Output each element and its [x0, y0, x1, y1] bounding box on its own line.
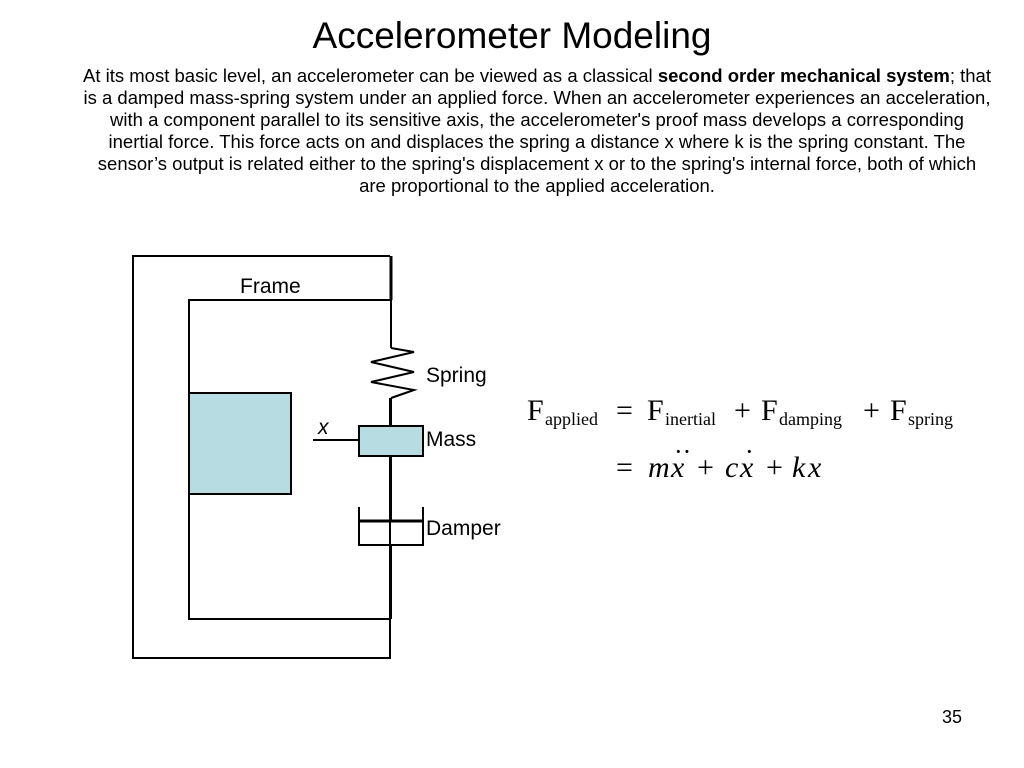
eq-x-ddot: x	[670, 451, 685, 484]
eq-x-dot: x	[739, 451, 754, 484]
mass-label: Mass	[426, 428, 476, 451]
eq-F-spring: F	[890, 394, 907, 427]
eq-x: x	[807, 451, 822, 484]
eq-F-damping: F	[761, 394, 778, 427]
eq-ddot: ··	[674, 437, 691, 466]
eq-sub-applied: applied	[545, 409, 598, 429]
eq-plus-3: +	[697, 451, 714, 484]
x-label: x	[317, 416, 330, 439]
body-text-part1: At its most basic level, an acceleromete…	[83, 65, 658, 86]
body-text-part2: ; that is a damped mass-spring system un…	[83, 65, 991, 196]
spring-label: Spring	[426, 364, 487, 387]
eq-plus-2: +	[863, 394, 880, 427]
eq-equals-2: =	[616, 451, 633, 484]
page-number: 35	[941, 707, 962, 727]
body-text-bold: second order mechanical system	[657, 65, 950, 86]
eq-plus-4: +	[766, 451, 783, 484]
proof-mass	[358, 425, 424, 457]
eq-F-inertial: F	[647, 394, 664, 427]
spring-zigzag	[370, 347, 418, 399]
eq-F-applied: F	[527, 394, 544, 427]
eq-sub-damping: damping	[779, 409, 842, 429]
eq-sub-inertial: inertial	[665, 409, 716, 429]
base-block	[188, 392, 292, 495]
eq-plus-1: +	[734, 394, 751, 427]
frame-label: Frame	[240, 275, 301, 298]
eq-m: m	[648, 451, 670, 484]
eq-sub-spring: spring	[908, 409, 953, 429]
eq-c: c	[725, 451, 738, 484]
eq-k: k	[792, 451, 806, 484]
eq-equals-1: =	[616, 394, 633, 427]
slide-title: Accelerometer Modeling	[312, 15, 712, 56]
body-paragraph: At its most basic level, an acceleromete…	[82, 65, 992, 197]
damper-label: Damper	[426, 517, 501, 540]
eq-dot: ·	[745, 437, 754, 466]
